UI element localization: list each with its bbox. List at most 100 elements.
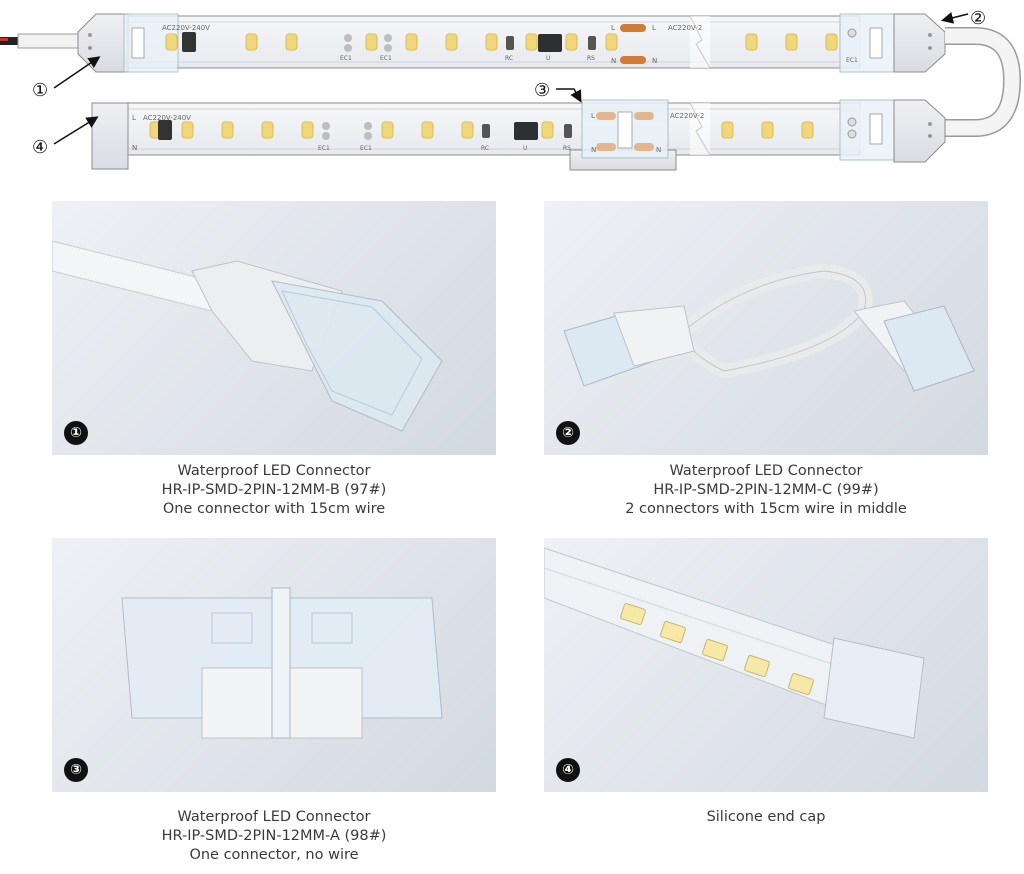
caption-title: Silicone end cap xyxy=(706,809,826,825)
caption-connector-2: Waterproof LED Connector HR-IP-SMD-2PIN-… xyxy=(544,462,988,519)
callout-1: ① xyxy=(32,80,48,101)
led-chip xyxy=(445,33,458,51)
led-chip xyxy=(605,33,618,51)
component-rc-label: RC xyxy=(481,145,489,152)
led-chip xyxy=(541,121,554,139)
component-u-label: U xyxy=(523,145,527,152)
photo-panel-connector-3: ③ xyxy=(52,538,496,792)
caption-title: Waterproof LED Connector xyxy=(177,463,371,479)
connector-3-diagram xyxy=(569,99,677,171)
resistor xyxy=(564,124,572,138)
led-chip xyxy=(702,639,728,661)
caption-model: HR-IP-SMD-2PIN-12MM-B (97#) xyxy=(161,482,387,498)
led-chip xyxy=(785,33,798,51)
end-cap-illustration xyxy=(544,547,925,739)
panel-badge: ④ xyxy=(556,758,580,782)
photo-panel-connector-1: ① xyxy=(52,201,496,455)
caption-end-cap: Silicone end cap xyxy=(544,808,988,827)
led-chip xyxy=(565,33,578,51)
led-chip xyxy=(165,33,178,51)
callout-4: ④ xyxy=(32,137,48,158)
caption-connector-3: Waterproof LED Connector HR-IP-SMD-2PIN-… xyxy=(52,808,496,865)
terminal-neutral-label: N xyxy=(656,146,661,154)
led-chip xyxy=(485,33,498,51)
driver-ic xyxy=(158,120,172,140)
connector-2-diagram-end-b xyxy=(839,99,946,163)
driver-ic xyxy=(182,32,196,52)
led-chip xyxy=(788,673,814,695)
rectifier-ic xyxy=(514,122,538,140)
capacitor xyxy=(344,44,352,52)
led-chip xyxy=(245,33,258,51)
capacitor xyxy=(322,122,330,130)
led-chip xyxy=(721,121,734,139)
led-chip xyxy=(405,33,418,51)
connector-2-diagram-end-a xyxy=(839,13,946,73)
connector-1-illustration xyxy=(52,240,443,432)
led-chip xyxy=(381,121,394,139)
terminal-live-label: L xyxy=(652,24,656,32)
led-chip xyxy=(744,655,770,677)
terminal-live-label: L xyxy=(591,112,595,120)
terminal-neutral-label: N xyxy=(591,146,596,154)
power-wire xyxy=(0,33,79,49)
resistor xyxy=(588,36,596,50)
led-chip xyxy=(221,121,234,139)
voltage-short-label: AC220V-2 xyxy=(668,24,702,32)
capacitor xyxy=(322,132,330,140)
led-chip xyxy=(285,33,298,51)
led-chip xyxy=(761,121,774,139)
led-chip xyxy=(620,603,646,625)
connector-3-illustration xyxy=(121,587,443,739)
panel-badge: ② xyxy=(556,421,580,445)
led-chip xyxy=(421,121,434,139)
component-rc-label: RC xyxy=(505,55,513,62)
resistor xyxy=(482,124,490,138)
led-chip xyxy=(301,121,314,139)
capacitor xyxy=(344,34,352,42)
caption-title: Waterproof LED Connector xyxy=(177,809,371,825)
component-ec1-label: EC1 xyxy=(380,55,392,62)
led-strip-diagram: AC220V-240V AC220V-240V AC220V-2 AC220V-… xyxy=(0,8,1022,171)
connector-1-diagram xyxy=(77,13,179,73)
terminal-live-label: L xyxy=(611,24,615,32)
end-cap-diagram xyxy=(91,102,129,170)
led-chip xyxy=(825,33,838,51)
terminal-neutral-label: N xyxy=(132,144,137,152)
component-ec1-label: EC1 xyxy=(318,145,330,152)
capacitor xyxy=(364,122,372,130)
terminal-live-label: L xyxy=(132,114,136,122)
component-rs-label: RS xyxy=(563,145,571,152)
strip-voltage-label: AC220V-240V xyxy=(162,24,210,32)
resistor xyxy=(506,36,514,50)
component-u-label: U xyxy=(546,55,550,62)
capacitor xyxy=(384,44,392,52)
caption-model: HR-IP-SMD-2PIN-12MM-C (99#) xyxy=(653,482,879,498)
connector-2-illustration xyxy=(563,263,975,392)
terminal-neutral-label: N xyxy=(652,57,657,65)
led-chip xyxy=(461,121,474,139)
led-chip xyxy=(365,33,378,51)
capacitor xyxy=(384,34,392,42)
component-rs-label: RS xyxy=(587,55,595,62)
callout-2: ② xyxy=(970,8,986,29)
caption-title: Waterproof LED Connector xyxy=(669,463,863,479)
photo-panel-connector-2: ② xyxy=(544,201,988,455)
led-chip xyxy=(525,33,538,51)
led-strip-bottom xyxy=(121,102,861,156)
voltage-short-label: AC220V-2 xyxy=(670,112,704,120)
component-ec1-label: EC1 xyxy=(340,55,352,62)
capacitor xyxy=(364,132,372,140)
panel-badge: ① xyxy=(64,421,88,445)
callout-3: ③ xyxy=(534,80,550,101)
terminal-neutral-label: N xyxy=(611,57,616,65)
led-chip xyxy=(801,121,814,139)
rectifier-ic xyxy=(538,34,562,52)
caption-model: HR-IP-SMD-2PIN-12MM-A (98#) xyxy=(161,828,387,844)
caption-description: One connector, no wire xyxy=(189,847,359,863)
strip-voltage-label: AC220V-240V xyxy=(143,114,191,122)
strip-terminals-top xyxy=(620,24,646,64)
component-ec1-label: EC1 xyxy=(846,57,858,64)
caption-description: 2 connectors with 15cm wire in middle xyxy=(625,501,907,517)
caption-description: One connector with 15cm wire xyxy=(162,501,386,517)
